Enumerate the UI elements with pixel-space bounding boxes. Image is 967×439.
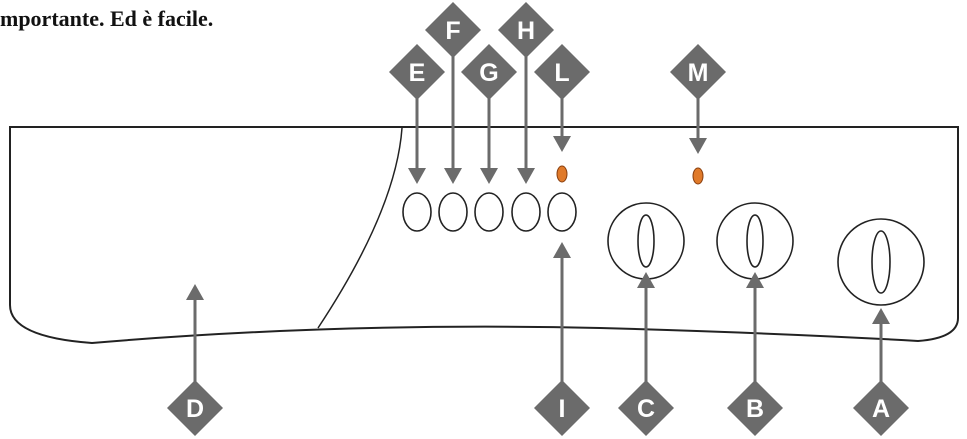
callout-b: B [727, 380, 783, 436]
arrow-a [872, 308, 890, 384]
led-indicator-l [556, 165, 568, 183]
callout-c: C [618, 380, 674, 436]
arrow-h [517, 56, 535, 184]
callout-l-label: L [554, 59, 569, 87]
callout-f-label: F [445, 17, 460, 45]
callout-e: E [389, 44, 445, 100]
arrow-c [637, 272, 655, 384]
button-i[interactable] [547, 192, 577, 232]
callout-m: M [670, 44, 726, 100]
knob-a[interactable] [837, 218, 925, 306]
header-text: mportante. Ed è facile. [0, 6, 214, 31]
panel-separator [317, 127, 403, 329]
knob-b[interactable] [716, 202, 794, 280]
callout-m-label: M [688, 59, 709, 87]
callout-i: I [534, 380, 590, 436]
arrow-g [480, 90, 498, 184]
callout-l: L [534, 44, 590, 100]
callout-c-label: C [637, 395, 655, 423]
button-g[interactable] [474, 192, 504, 232]
callout-d-label: D [186, 395, 204, 423]
callout-d: D [167, 380, 223, 436]
callout-g-label: G [479, 59, 498, 87]
callout-e-label: E [409, 59, 426, 87]
callout-h: H [498, 2, 554, 58]
callout-h-label: H [517, 17, 535, 45]
button-e[interactable] [402, 192, 432, 232]
callout-f: F [425, 2, 481, 58]
callout-a-label: A [872, 395, 890, 423]
arrow-b [746, 272, 764, 384]
button-f[interactable] [438, 192, 468, 232]
callout-g: G [461, 44, 517, 100]
arrow-i [553, 242, 571, 384]
led-indicator-m [692, 167, 704, 185]
callout-a: A [853, 380, 909, 436]
knob-c[interactable] [607, 202, 685, 280]
arrow-d [186, 284, 204, 384]
panel-outline [9, 126, 959, 345]
arrow-e [408, 90, 426, 184]
callout-i-label: I [559, 395, 566, 423]
callout-b-label: B [746, 395, 764, 423]
arrow-f [444, 56, 462, 184]
button-h[interactable] [511, 192, 541, 232]
